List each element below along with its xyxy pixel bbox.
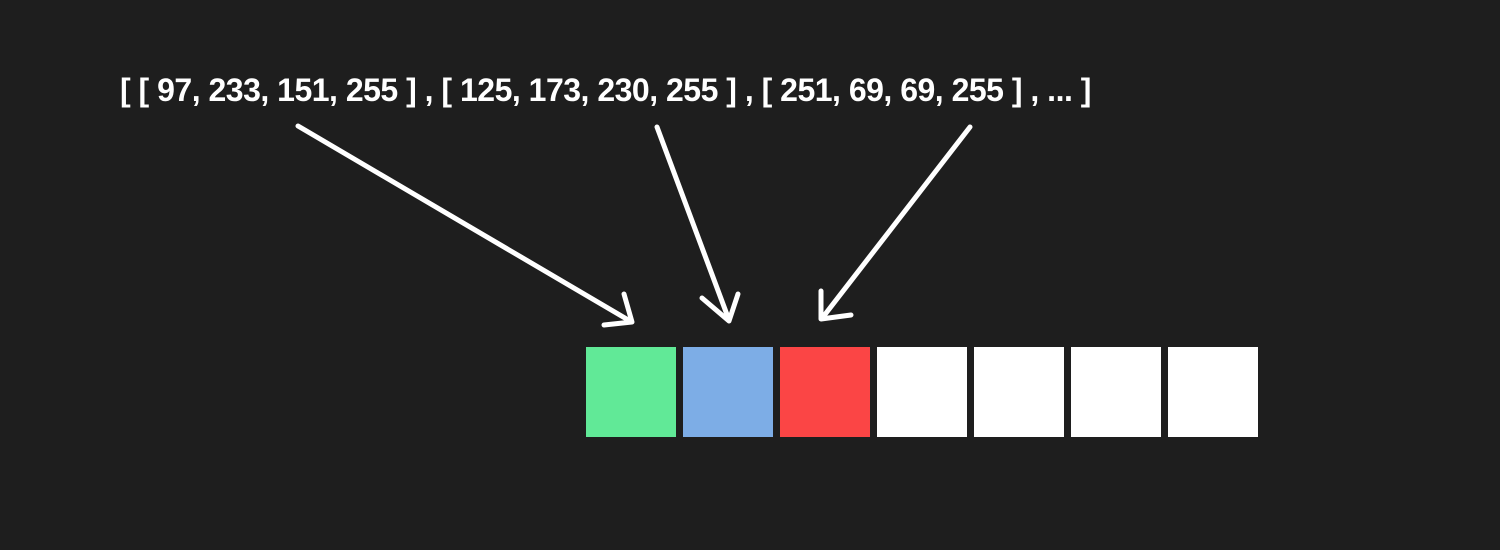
pixel-white-2 (974, 347, 1064, 437)
pixel-white-1 (877, 347, 967, 437)
pixel-red (780, 347, 870, 437)
pixel-blue (683, 347, 773, 437)
pixel-white-3 (1071, 347, 1161, 437)
arrow-to-green-pixel (295, 123, 635, 328)
arrow-to-red-pixel (818, 124, 973, 322)
rgba-array-text: [ [ 97, 233, 151, 255 ] , [ 125, 173, 23… (120, 72, 1091, 108)
pixel-strip (586, 347, 1258, 437)
arrow-to-blue-pixel (654, 124, 741, 324)
pixel-green (586, 347, 676, 437)
pixel-white-4 (1168, 347, 1258, 437)
